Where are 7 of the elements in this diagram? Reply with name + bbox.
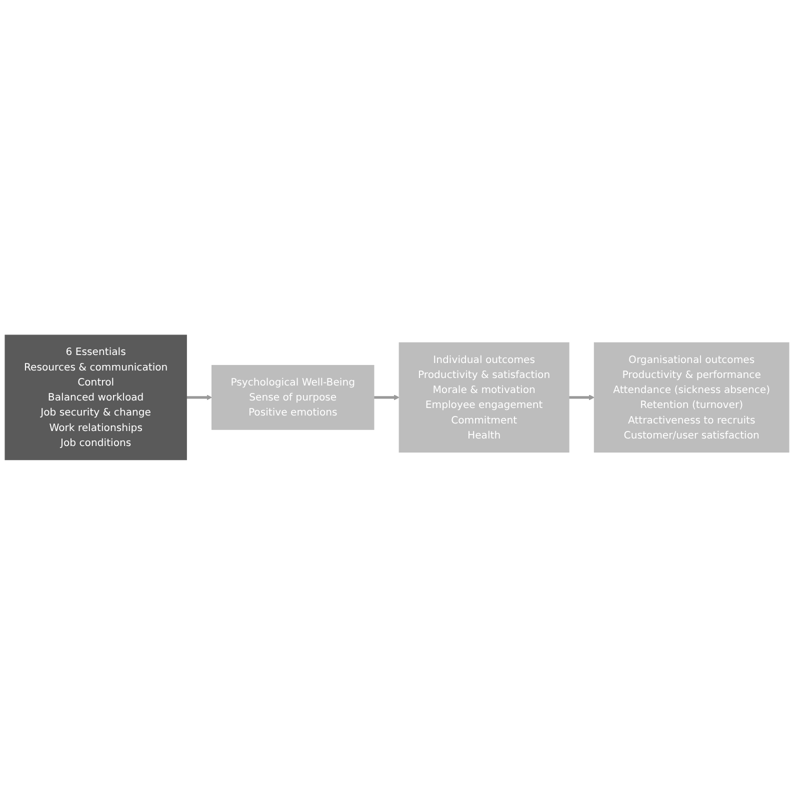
arrow	[374, 394, 400, 400]
arrow	[186, 394, 212, 400]
arrow	[569, 394, 594, 400]
node-box: Organisational outcomes Productivity & performance Attendance (sickness absence) Retention (turnover) Attractiveness to recruits Customer/user satisfaction	[594, 342, 790, 453]
node-box: Psychological Well-Being Sense of purpose Positive emotions	[212, 365, 374, 430]
node-box: 6 Essentials Resources & communication Control Balanced workload Job security & change Work relationships Job conditions	[4, 334, 187, 460]
node-box: Individual outcomes Productivity & satisfaction Morale & motivation Employee engagement Commitment Health	[398, 342, 570, 453]
